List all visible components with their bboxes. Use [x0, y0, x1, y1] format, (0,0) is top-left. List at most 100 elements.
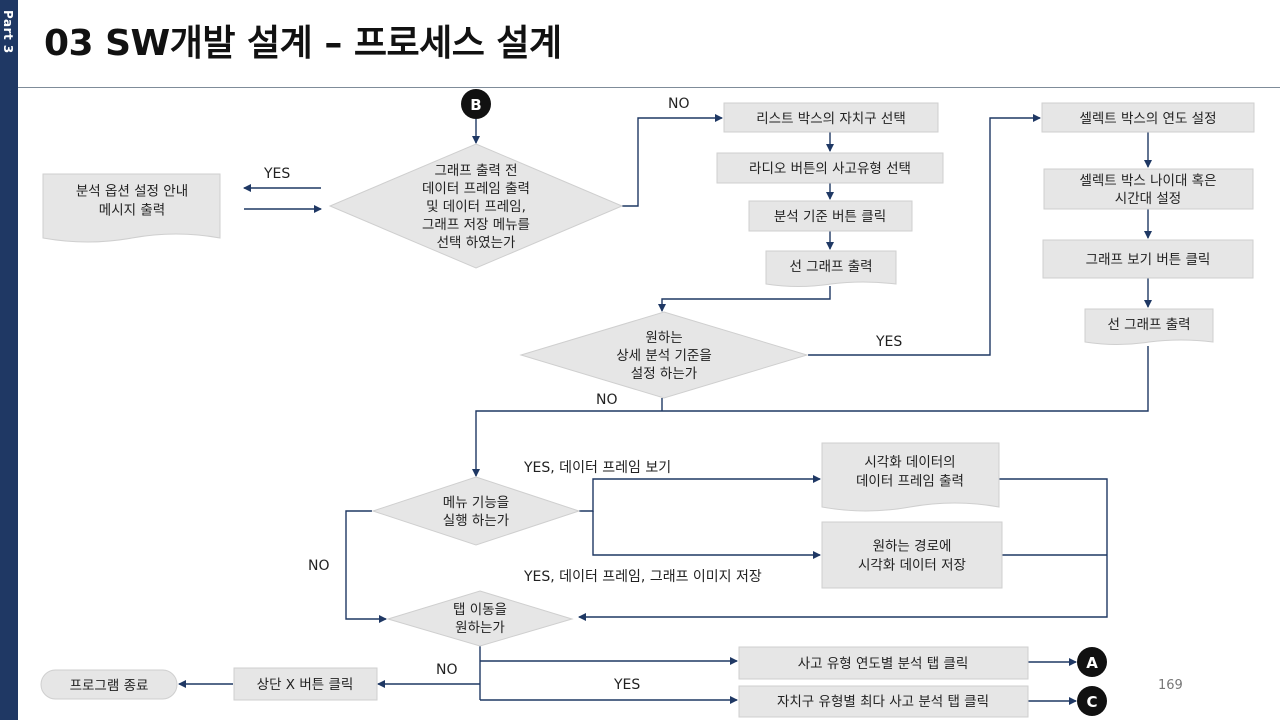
node-text-line: 분석 기준 버튼 클릭 — [774, 209, 886, 225]
node-text-line: 셀렉트 박스 나이대 혹은 — [1079, 173, 1216, 189]
node-text-line: 원하는 — [645, 330, 682, 346]
node-text-line: 원하는 경로에 — [873, 539, 952, 555]
node-text-line: 자치구 유형별 최다 사고 분석 탭 클릭 — [777, 694, 989, 710]
label-no-tab: NO — [436, 662, 458, 678]
label-yes-tab: YES — [613, 677, 640, 693]
part-sidebar: Part 3 — [0, 0, 18, 720]
edge-menu-to-view-df — [579, 475, 821, 512]
node-text-line: 사고 유형 연도별 분석 탭 클릭 — [798, 656, 969, 672]
viz-data-save-shape — [821, 521, 1003, 589]
select-year-text: 셀렉트 박스의 연도 설정 — [1079, 111, 1216, 127]
click-analysis-button-shape — [748, 200, 913, 232]
click-top-x-text: 상단 X 버튼 클릭 — [257, 677, 354, 693]
connector-a-label: A — [1086, 654, 1098, 672]
edges — [178, 114, 1152, 705]
node-text-line: 시간대 설정 — [1115, 191, 1181, 207]
select-district-text: 리스트 박스의 자치구 선택 — [756, 111, 906, 127]
click-analysis-button-text: 분석 기준 버튼 클릭 — [774, 209, 886, 225]
node-text-line: 라디오 버튼의 사고유형 선택 — [749, 161, 911, 177]
label-no-detail: NO — [596, 392, 618, 408]
connector-c — [1077, 686, 1107, 716]
connector-circles: B A C — [461, 89, 1107, 716]
label-yes-detail: YES — [875, 334, 902, 350]
node-text-line: 그래프 출력 전 — [434, 163, 517, 179]
connector-c-label: C — [1086, 693, 1097, 711]
select-year-shape — [1041, 102, 1255, 133]
label-no-top: NO — [668, 96, 690, 112]
tab-year-analysis-shape — [738, 646, 1029, 680]
line-graph-output-1-text: 선 그래프 출력 — [789, 259, 872, 275]
edge-menu-no-to-tab — [345, 510, 387, 623]
node-text-line: 설정 하는가 — [631, 366, 697, 382]
decision-menu-function-shape — [371, 476, 581, 546]
node-text-line: 데이터 프레임 출력 — [856, 474, 964, 490]
select-accident-type-shape — [716, 152, 944, 184]
connector-b — [461, 89, 491, 119]
node-text-line: 리스트 박스의 자치구 선택 — [756, 111, 906, 127]
decision-tab-move-shape — [386, 590, 574, 647]
program-end-text: 프로그램 종료 — [70, 678, 149, 694]
node-text-line: 상세 분석 기준을 — [616, 348, 712, 364]
node-text-line: 메시지 출력 — [99, 203, 165, 219]
program-end-shape — [40, 669, 178, 700]
node-text-line: 그래프 보기 버튼 클릭 — [1086, 252, 1211, 268]
label-yes-save: YES, 데이터 프레임, 그래프 이미지 저장 — [523, 569, 762, 585]
line-graph-output-2-shape — [1084, 308, 1214, 345]
line-graph-output-2-text: 선 그래프 출력 — [1107, 317, 1190, 333]
node-text-line: 실행 하는가 — [443, 513, 509, 529]
part-label: Part 3 — [1, 10, 15, 54]
label-yes-view-df: YES, 데이터 프레임 보기 — [523, 460, 671, 476]
tab-district-analysis-text: 자치구 유형별 최다 사고 분석 탭 클릭 — [777, 694, 989, 710]
node-text-line: 데이터 프레임 출력 — [422, 181, 530, 197]
node-text-line: 선 그래프 출력 — [789, 259, 872, 275]
edge-graph-to-detail-decision — [658, 286, 831, 312]
edge-labels: YES NO YES NO YES, 데이터 프레임 보기 YES, 데이터 프… — [263, 96, 902, 693]
select-accident-type-text: 라디오 버튼의 사고유형 선택 — [749, 161, 911, 177]
page-number: 169 — [1158, 678, 1183, 693]
click-graph-view-shape — [1042, 239, 1254, 279]
edge-right-output-to-menu — [472, 346, 1149, 477]
line-graph-output-1-shape — [765, 250, 897, 287]
node-text-line: 및 데이터 프레임, — [426, 199, 526, 215]
node-text-line: 원하는가 — [455, 620, 505, 636]
shapes — [40, 102, 1255, 718]
decision-detail-criteria-shape — [519, 311, 809, 399]
node-text-line: 시각화 데이터의 — [864, 455, 955, 471]
node-text-line: 그래프 저장 메뉴를 — [422, 217, 530, 233]
select-age-time-shape — [1043, 168, 1254, 210]
title-divider — [18, 87, 1280, 88]
node-text-line: 선 그래프 출력 — [1107, 317, 1190, 333]
node-text-line: 탭 이동을 — [453, 602, 507, 618]
node-text-line: 셀렉트 박스의 연도 설정 — [1079, 111, 1216, 127]
decision-graph-menu-shape — [328, 143, 624, 269]
page-title: 03 SW개발 설계 – 프로세스 설계 — [44, 23, 562, 64]
node-text-line: 메뉴 기능을 — [443, 495, 509, 511]
connector-b-label: B — [470, 96, 481, 114]
node-text-line: 프로그램 종료 — [70, 678, 149, 694]
edge-menu-to-save — [592, 511, 821, 559]
edge-yes-to-select-year — [808, 114, 1041, 356]
tab-district-analysis-shape — [738, 685, 1029, 718]
connector-a — [1077, 647, 1107, 677]
analysis-option-guide-shape — [42, 173, 221, 243]
edge-no-to-list-box — [622, 114, 723, 207]
select-district-shape — [723, 102, 939, 133]
label-no-menu: NO — [308, 558, 330, 574]
node-text-line: 시각화 데이터 저장 — [858, 558, 966, 574]
tab-year-analysis-text: 사고 유형 연도별 분석 탭 클릭 — [798, 656, 969, 672]
node-text-line: 상단 X 버튼 클릭 — [257, 677, 354, 693]
node-text-line: 선택 하였는가 — [437, 235, 516, 251]
edge-view-df-return — [578, 478, 1108, 621]
click-top-x-shape — [233, 667, 378, 701]
label-yes-left: YES — [263, 166, 290, 182]
